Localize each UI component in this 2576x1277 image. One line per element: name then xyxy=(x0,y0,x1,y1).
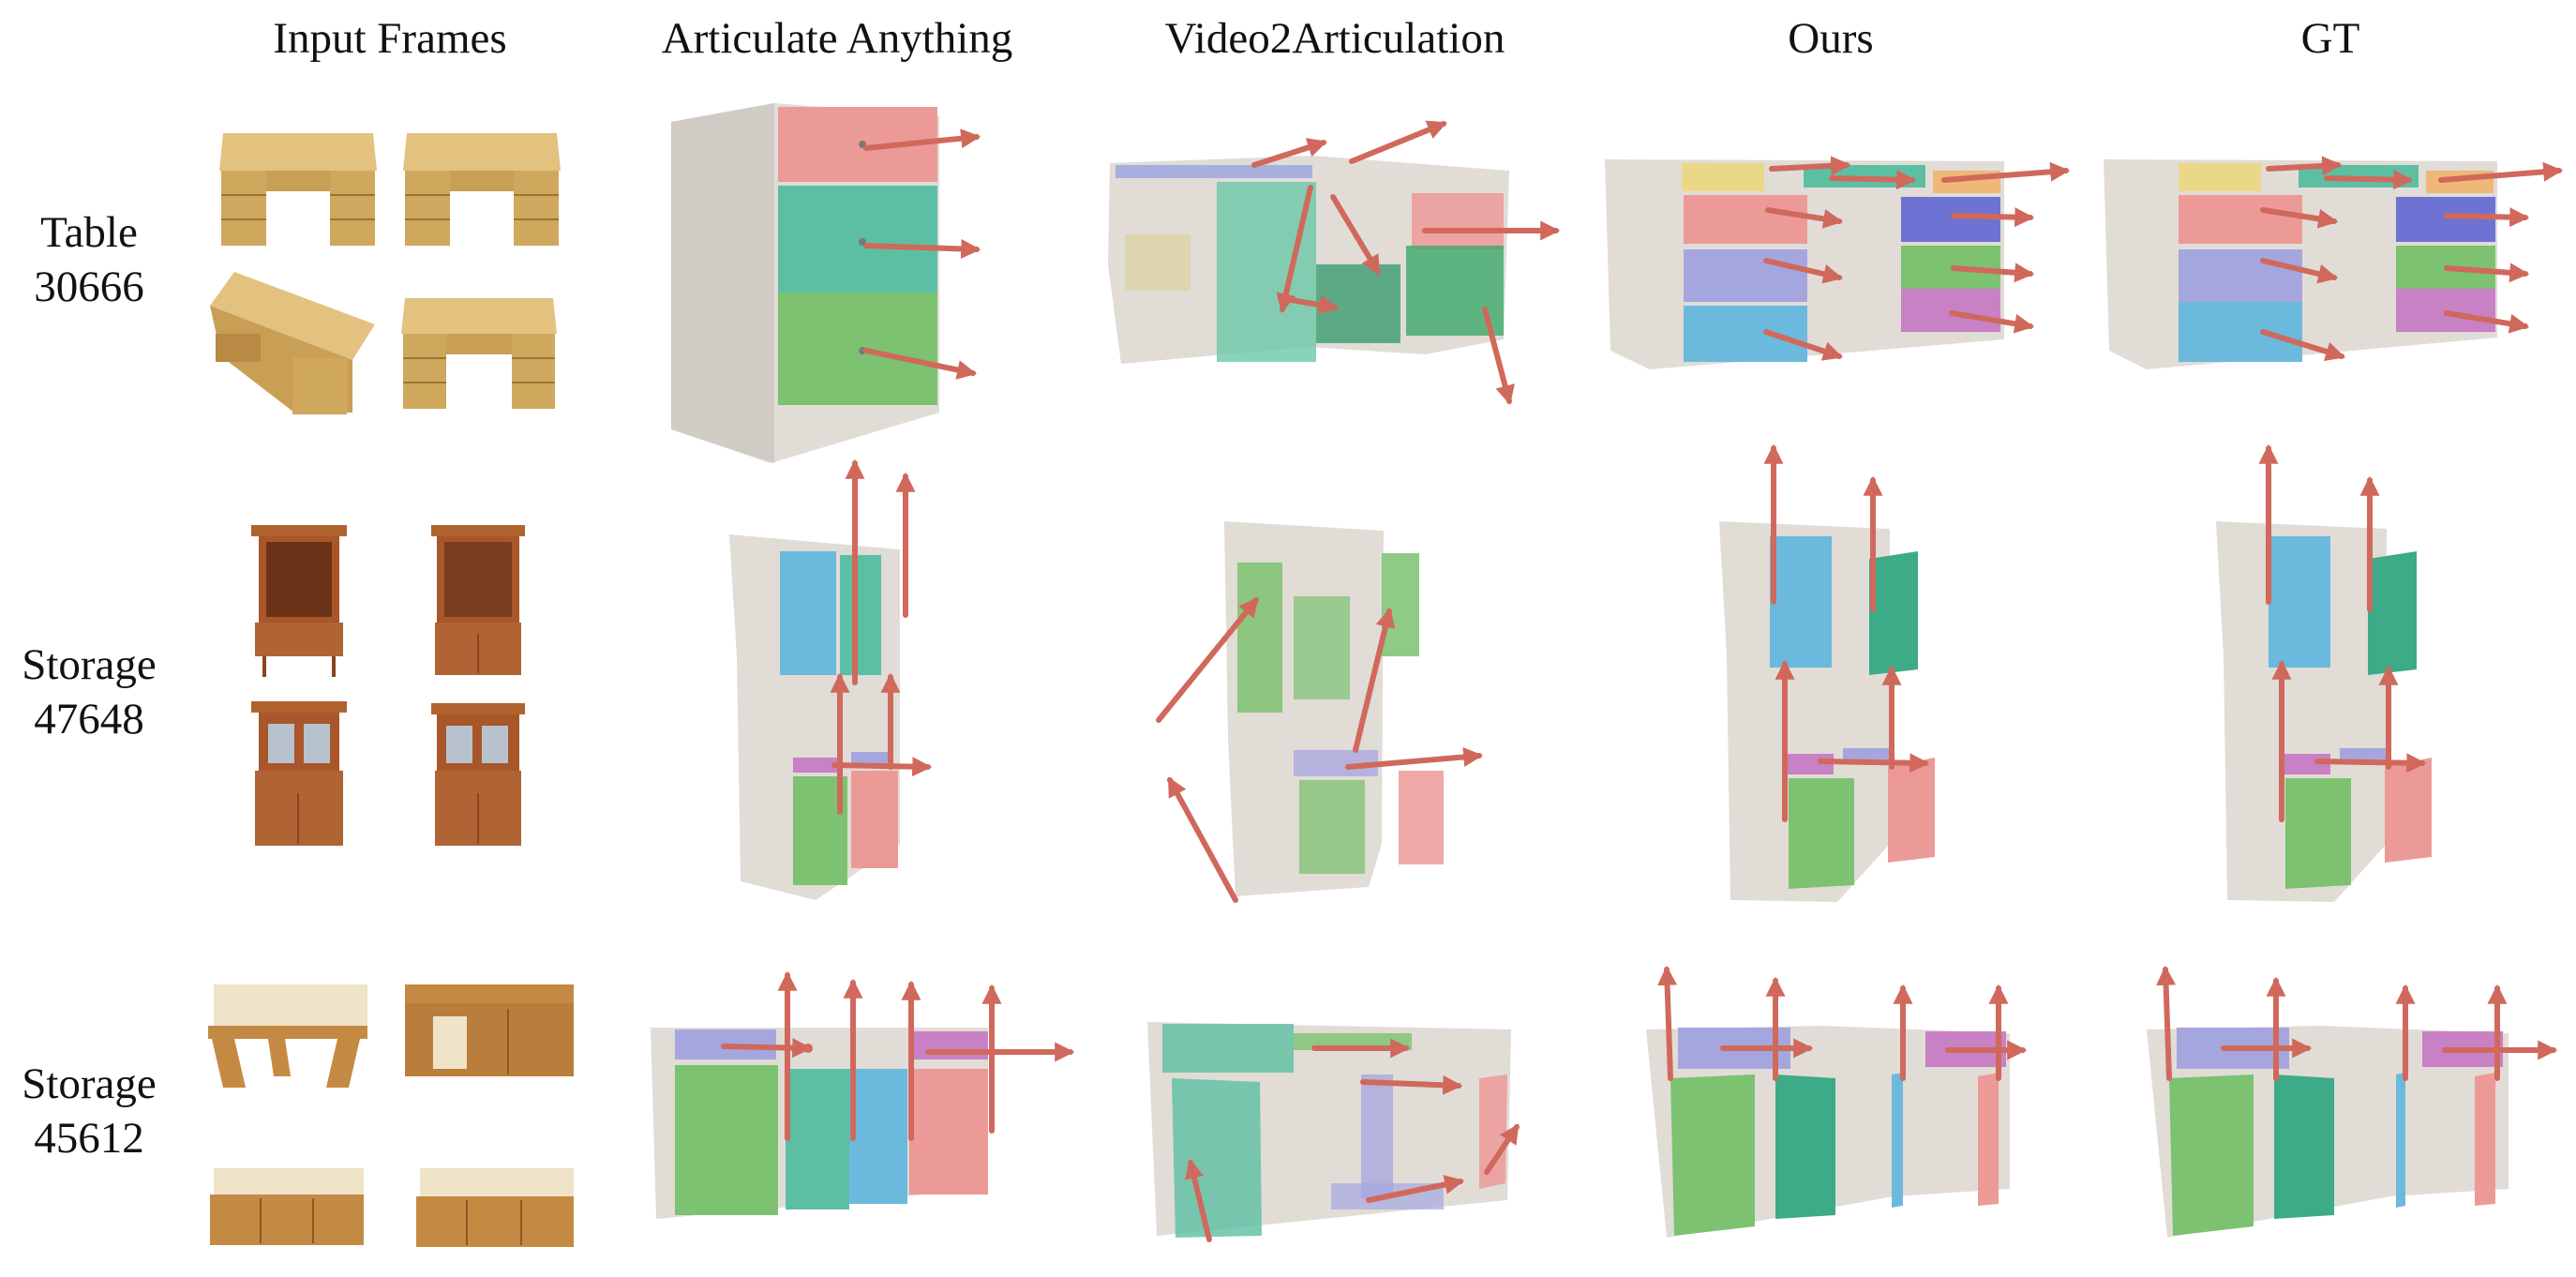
input-frame-desk-1 xyxy=(219,133,377,246)
row-2-gt xyxy=(2216,443,2432,902)
row-category: Storage xyxy=(22,640,157,689)
row-label-storage-47648: Storage 47648 xyxy=(0,638,178,747)
row-2-ours xyxy=(1719,443,1935,902)
axis-arrows xyxy=(1657,965,2028,1081)
axis-arrows xyxy=(1763,443,1930,822)
column-header-ours: Ours xyxy=(1788,14,1874,63)
column-header-video2articulation: Video2Articulation xyxy=(1164,14,1505,63)
row-id: 30666 xyxy=(34,262,144,311)
axis-arrows xyxy=(1763,156,2071,361)
row-3-input-frames xyxy=(208,984,574,1247)
row-1-articulate-anything xyxy=(671,103,981,463)
part-drawer-bottom xyxy=(778,293,937,405)
input-frame-cabinet-1 xyxy=(208,984,367,1088)
row-label-storage-45612: Storage 45612 xyxy=(0,1058,178,1166)
row-1-input-frames xyxy=(210,133,561,414)
column-header-gt: GT xyxy=(2300,14,2360,63)
input-frame-desk-3 xyxy=(210,272,375,414)
axis-arrows xyxy=(721,970,1075,1141)
row-2-input-frames xyxy=(251,525,525,846)
axis-arrows xyxy=(2258,443,2427,822)
row-3-video2articulation xyxy=(1147,1022,1520,1242)
row-category: Storage xyxy=(22,1059,157,1108)
axis-arrows xyxy=(830,458,933,815)
row-label-table-30666: Table 30666 xyxy=(0,206,178,315)
input-frame-hutch-2 xyxy=(431,525,525,675)
input-frame-desk-2 xyxy=(403,133,561,246)
input-frame-hutch-3 xyxy=(251,701,347,846)
input-frame-hutch-4 xyxy=(431,703,525,846)
row-1-ours xyxy=(1605,156,2071,369)
input-frame-cabinet-2 xyxy=(405,984,574,1076)
part-drawer-middle xyxy=(778,186,937,296)
row-1-gt xyxy=(2104,156,2564,369)
row-2-articulate-anything xyxy=(729,458,933,900)
row-3-ours xyxy=(1646,965,2028,1238)
axis-arrows xyxy=(1156,596,1484,903)
row-3-gt xyxy=(2147,965,2558,1238)
row-category: Table xyxy=(40,208,138,257)
axis-arrows xyxy=(1251,120,1561,406)
column-header-input-frames: Input Frames xyxy=(273,14,507,63)
row-id: 45612 xyxy=(34,1113,144,1163)
row-2-video2articulation xyxy=(1156,521,1484,903)
row-3-articulate-anything xyxy=(651,970,1075,1219)
input-frame-hutch-1 xyxy=(251,525,347,677)
axis-arrows xyxy=(2156,965,2558,1081)
axis-arrows xyxy=(2260,156,2564,362)
input-frame-cabinet-4 xyxy=(416,1168,574,1247)
column-header-articulate-anything: Articulate Anything xyxy=(661,14,1013,63)
row-id: 47648 xyxy=(34,694,144,744)
input-frame-cabinet-3 xyxy=(210,1168,364,1245)
axis-arrows xyxy=(1184,1038,1520,1242)
input-frame-desk-4 xyxy=(401,298,557,409)
row-1-video2articulation xyxy=(1108,120,1561,406)
axis-arrows xyxy=(863,128,981,380)
